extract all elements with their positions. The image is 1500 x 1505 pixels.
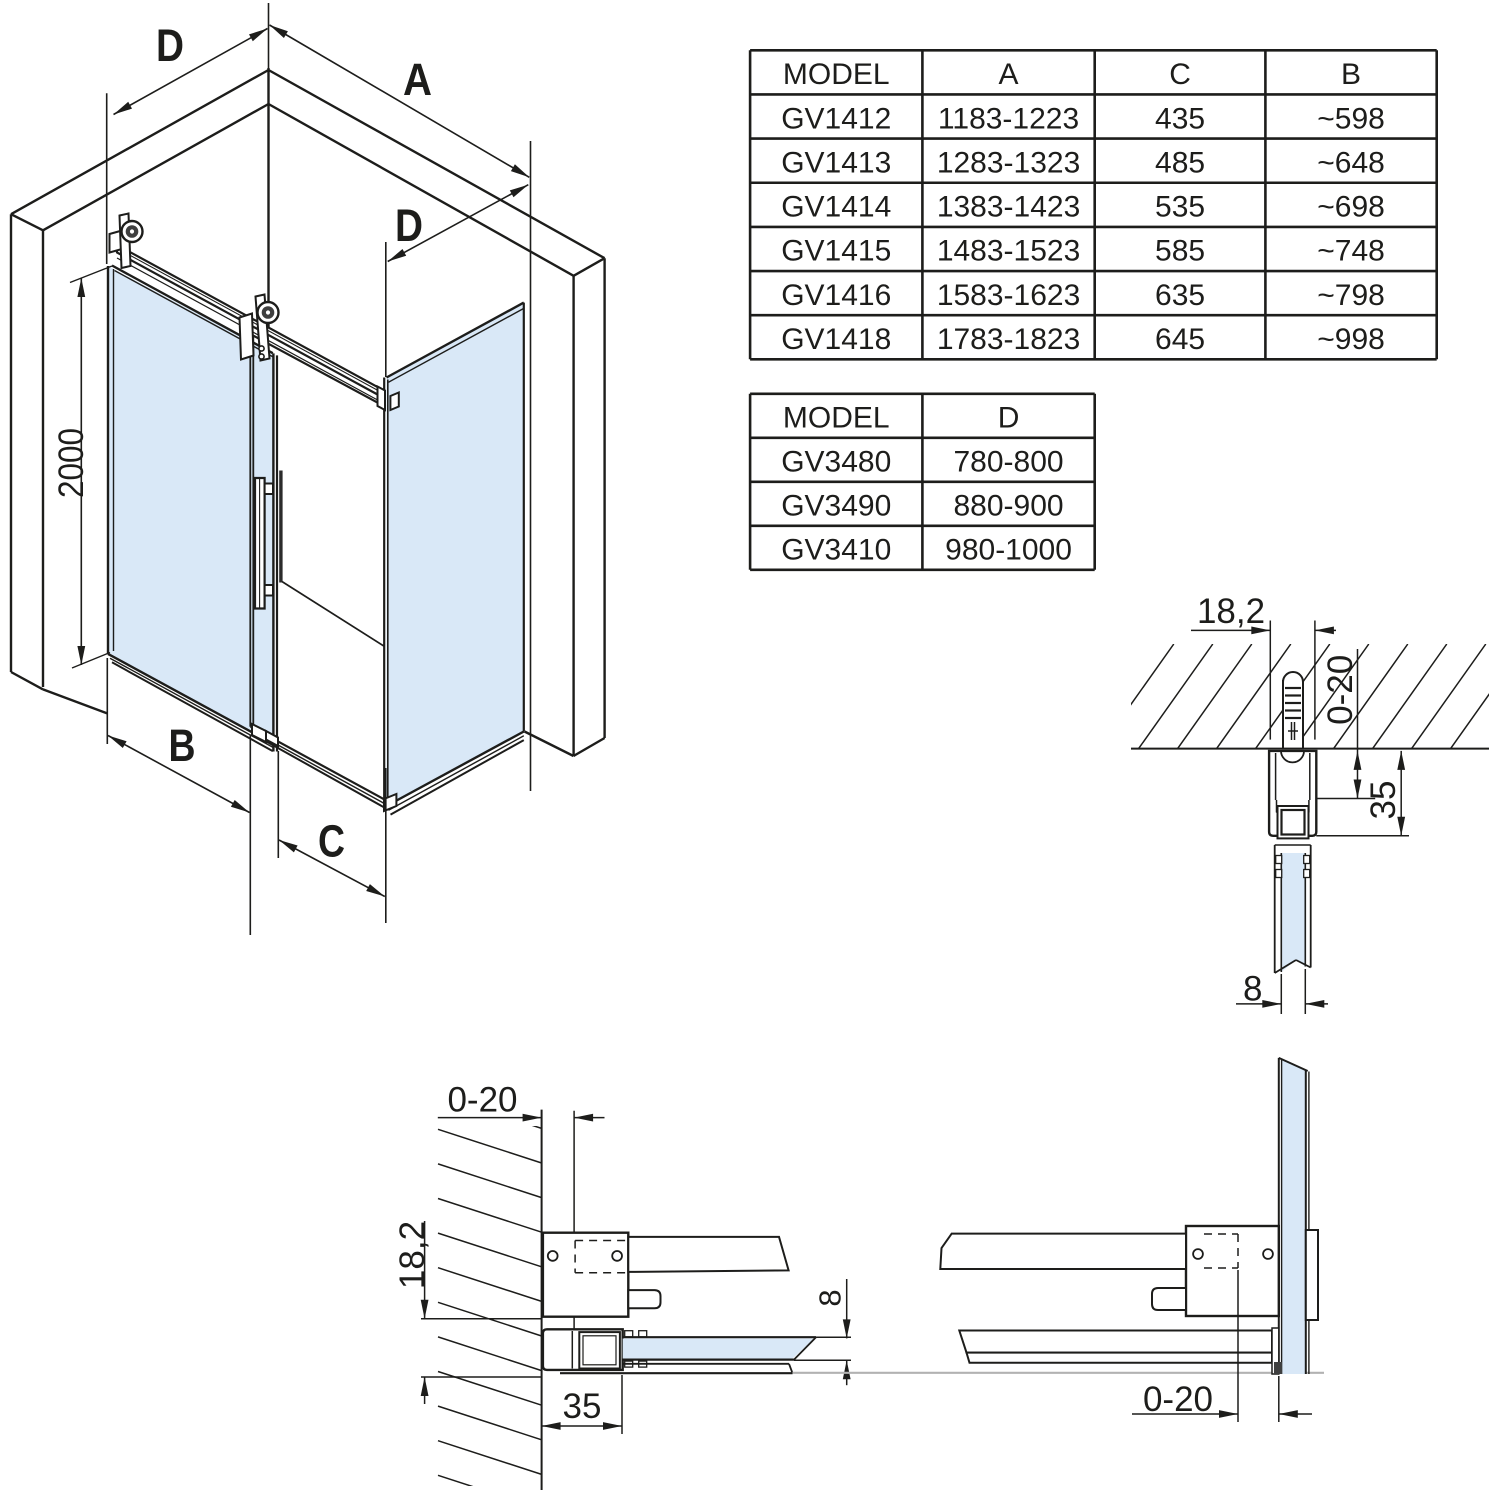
svg-text:GV1418: GV1418 [781, 323, 891, 356]
svg-text:535: 535 [1155, 191, 1205, 224]
svg-text:GV1412: GV1412 [781, 102, 891, 135]
svg-text:645: 645 [1155, 323, 1205, 356]
svg-text:GV1416: GV1416 [781, 279, 891, 312]
svg-text:35: 35 [1364, 781, 1403, 820]
svg-text:~798: ~798 [1317, 279, 1385, 312]
svg-text:0-20: 0-20 [1143, 1380, 1213, 1419]
svg-text:C: C [318, 816, 345, 867]
svg-text:GV1413: GV1413 [781, 146, 891, 179]
svg-text:MODEL: MODEL [783, 402, 890, 435]
svg-text:780-800: 780-800 [953, 446, 1063, 479]
svg-text:1183-1223: 1183-1223 [938, 102, 1079, 135]
svg-text:GV3410: GV3410 [781, 534, 891, 567]
svg-text:MODEL: MODEL [783, 58, 890, 91]
svg-text:0-20: 0-20 [447, 1081, 517, 1120]
svg-text:A: A [999, 58, 1019, 91]
svg-text:GV3480: GV3480 [781, 446, 891, 479]
svg-text:1483-1523: 1483-1523 [937, 235, 1080, 268]
svg-text:980-1000: 980-1000 [945, 534, 1072, 567]
svg-text:~748: ~748 [1317, 235, 1385, 268]
svg-text:A: A [403, 54, 432, 105]
svg-text:18,2: 18,2 [1197, 592, 1265, 631]
svg-text:1583-1623: 1583-1623 [937, 279, 1080, 312]
svg-text:0-20: 0-20 [1321, 655, 1360, 725]
svg-text:GV1414: GV1414 [781, 191, 891, 224]
svg-text:585: 585 [1155, 235, 1205, 268]
svg-text:D: D [998, 402, 1020, 435]
svg-text:8: 8 [813, 1289, 848, 1306]
svg-text:435: 435 [1155, 102, 1205, 135]
svg-text:C: C [1169, 58, 1191, 91]
svg-text:B: B [1341, 58, 1361, 91]
svg-text:1383-1423: 1383-1423 [937, 191, 1080, 224]
svg-text:1783-1823: 1783-1823 [937, 323, 1080, 356]
svg-text:D: D [156, 20, 184, 71]
svg-text:GV3490: GV3490 [781, 490, 891, 523]
svg-text:485: 485 [1155, 146, 1205, 179]
svg-text:635: 635 [1155, 279, 1205, 312]
svg-text:~998: ~998 [1317, 323, 1385, 356]
svg-text:~648: ~648 [1317, 146, 1385, 179]
svg-text:2000: 2000 [52, 428, 91, 498]
svg-text:~598: ~598 [1317, 102, 1385, 135]
svg-text:18,2: 18,2 [393, 1221, 432, 1289]
svg-text:~698: ~698 [1317, 191, 1385, 224]
svg-text:D: D [395, 200, 423, 251]
svg-text:35: 35 [563, 1387, 602, 1426]
svg-text:1283-1323: 1283-1323 [937, 146, 1080, 179]
svg-text:GV1415: GV1415 [781, 235, 891, 268]
svg-text:8: 8 [1243, 970, 1262, 1009]
svg-text:880-900: 880-900 [953, 490, 1063, 523]
svg-text:B: B [169, 720, 196, 771]
